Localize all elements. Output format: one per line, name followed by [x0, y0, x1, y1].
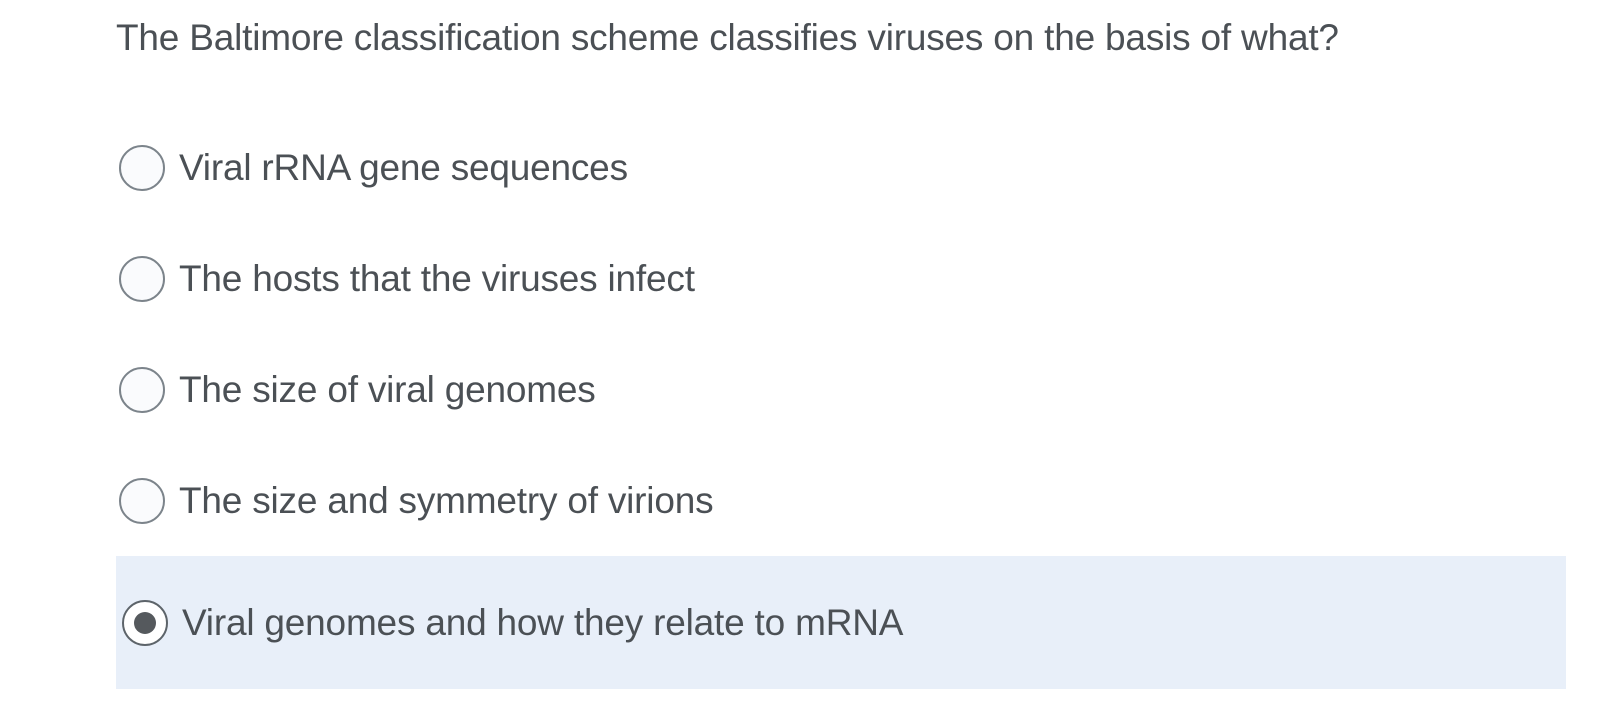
answer-option-label: Viral genomes and how they relate to mRN… — [182, 601, 904, 643]
answer-option-label: The hosts that the viruses infect — [179, 257, 695, 299]
answer-option[interactable]: The size and symmetry of virions — [0, 445, 1620, 556]
answer-option[interactable]: Viral rRNA gene sequences — [0, 112, 1620, 223]
answer-option[interactable]: The size of viral genomes — [0, 334, 1620, 445]
answer-option-selected[interactable]: Viral genomes and how they relate to mRN… — [116, 556, 1566, 689]
radio-button-unchecked-icon[interactable] — [119, 477, 165, 524]
question-prompt: The Baltimore classification scheme clas… — [116, 17, 1339, 58]
radio-button-unchecked-icon[interactable] — [119, 366, 165, 413]
radio-button-unchecked-icon[interactable] — [119, 144, 165, 191]
answer-option-label: Viral rRNA gene sequences — [179, 146, 628, 188]
radio-dot — [134, 611, 156, 634]
radio-button-unchecked-icon[interactable] — [119, 255, 165, 302]
answer-option-label: The size and symmetry of virions — [179, 479, 714, 521]
radio-button-checked-icon[interactable] — [122, 599, 168, 646]
answer-option[interactable]: The hosts that the viruses infect — [0, 223, 1620, 334]
answer-option-label: The size of viral genomes — [179, 368, 596, 410]
